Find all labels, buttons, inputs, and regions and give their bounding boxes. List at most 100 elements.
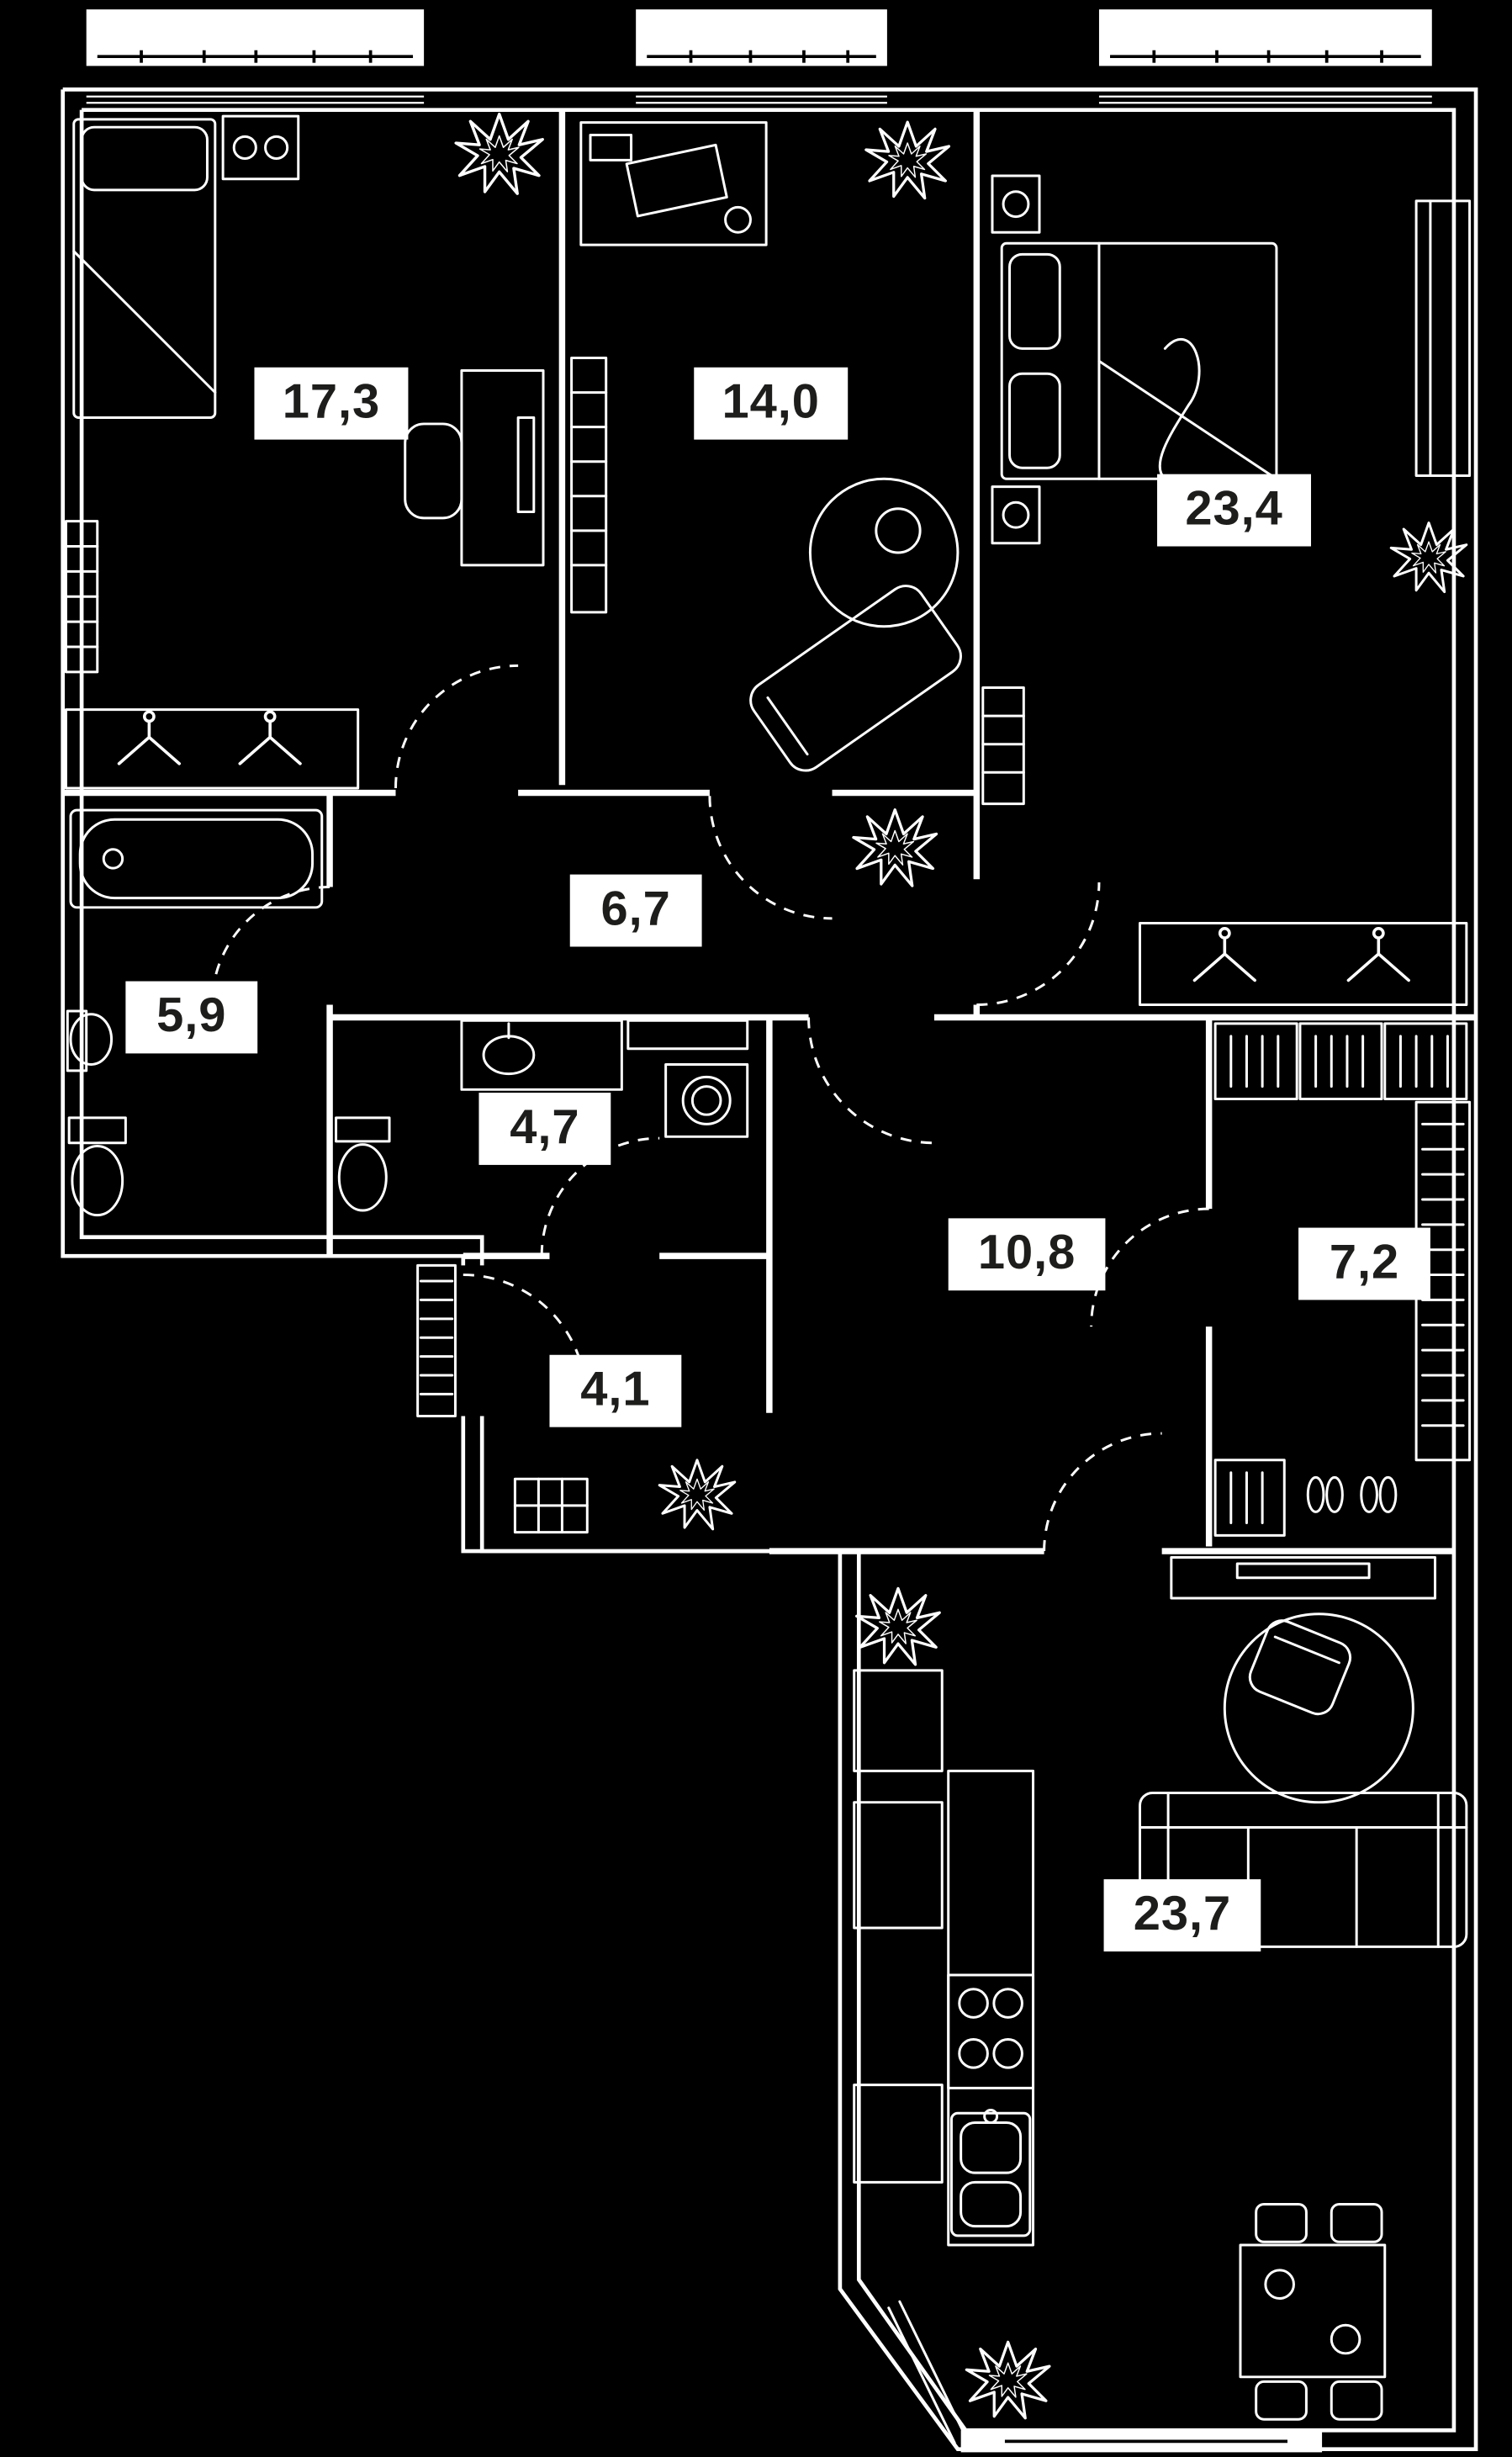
room-area-value: 4,7 xyxy=(510,1100,579,1154)
interior-walls xyxy=(62,109,1477,1554)
door-swing-arc xyxy=(976,882,1101,1007)
room-label: 23,7 xyxy=(1103,1879,1261,1952)
dresser xyxy=(981,686,1025,806)
plant-icon xyxy=(852,808,938,887)
rug xyxy=(1223,1612,1414,1804)
rail-hatch xyxy=(1421,1122,1465,1427)
toilet-tank xyxy=(335,1116,391,1143)
lounge-chair-line xyxy=(766,696,809,756)
window-ticks xyxy=(140,50,373,63)
room-area-value: 23,4 xyxy=(1185,481,1282,535)
window-ticks xyxy=(1152,50,1383,63)
hanger-icon xyxy=(1192,927,1256,982)
nightstand xyxy=(991,485,1041,545)
bathtub-inner xyxy=(78,818,315,900)
room-label: 10,8 xyxy=(948,1218,1106,1291)
room-area-value: 5,9 xyxy=(156,988,226,1042)
pillow xyxy=(1008,252,1061,350)
room-label: 4,1 xyxy=(549,1354,682,1427)
room-labels: 17,3 14,0 23,4 6,7 5,9 4,7 10,8 7,2 xyxy=(125,367,1430,1952)
chair xyxy=(1330,2203,1383,2243)
monitor xyxy=(516,416,536,513)
shoe-shelf xyxy=(1213,1459,1286,1537)
burner xyxy=(992,2038,1023,2069)
drain xyxy=(102,848,124,870)
door-swing-arcs xyxy=(210,664,1209,1552)
pillow xyxy=(80,125,209,192)
room-area-value: 4,1 xyxy=(580,1362,650,1416)
plant-icon xyxy=(454,112,544,195)
laptop xyxy=(625,143,728,218)
hanger-icon xyxy=(1346,927,1410,982)
room-area-value: 23,7 xyxy=(1134,1887,1231,1941)
door-swing-arc xyxy=(210,886,330,1005)
plate xyxy=(1264,2269,1295,2300)
room-area-value: 6,7 xyxy=(601,882,671,935)
desk xyxy=(460,368,545,567)
sink-bowl xyxy=(960,2180,1023,2228)
walls xyxy=(61,87,1478,2452)
door-swing-arc xyxy=(807,1017,934,1145)
room-label: 6,7 xyxy=(569,874,702,947)
room-area-value: 7,2 xyxy=(1330,1235,1399,1289)
window-bays xyxy=(86,9,1432,66)
bench-grid xyxy=(513,1477,589,1534)
blanket-fold xyxy=(1097,241,1278,480)
hanger-icon xyxy=(238,710,302,765)
kitchen-cabinet xyxy=(853,1669,944,1772)
table-decor xyxy=(875,507,922,554)
lamp xyxy=(1002,500,1030,529)
desk-lamp xyxy=(724,205,752,234)
closet xyxy=(1139,921,1468,1007)
round-table xyxy=(808,477,960,628)
shelf-lines xyxy=(570,391,608,567)
nightstand xyxy=(991,174,1041,234)
entry-door-hatch xyxy=(419,1279,454,1395)
bed xyxy=(72,118,217,419)
room-b-furniture xyxy=(570,120,962,772)
dining-table xyxy=(1239,2243,1387,2379)
nightstand xyxy=(221,114,300,181)
shoe-shelf-hatch xyxy=(1229,1471,1264,1524)
shoes-icon xyxy=(1306,1475,1398,1513)
stove xyxy=(947,1973,1035,2089)
burner xyxy=(992,1988,1023,2019)
tv xyxy=(1235,1562,1371,1580)
room-area-value: 17,3 xyxy=(283,374,380,428)
washbasin xyxy=(69,1013,114,1066)
washer-door xyxy=(681,1075,732,1125)
shelf xyxy=(626,1019,749,1051)
kitchen-cabinet xyxy=(853,1801,944,1930)
lamp xyxy=(232,135,257,161)
plant-icon xyxy=(864,120,951,200)
plant-icon xyxy=(965,2340,1051,2420)
kitchen-sink xyxy=(949,2111,1032,2237)
shelf-hatch xyxy=(1229,1035,1280,1088)
shelf-hatch xyxy=(1314,1035,1365,1088)
room-c-furniture xyxy=(981,174,1472,1007)
desk-chair xyxy=(404,422,463,520)
dresser-lines xyxy=(981,714,1025,774)
lamp xyxy=(264,135,289,161)
blanket-fold xyxy=(72,250,217,394)
shelf-rack xyxy=(570,357,608,614)
door-swing-arc xyxy=(394,664,519,788)
basin-counter xyxy=(66,1009,88,1072)
chair xyxy=(1255,2380,1308,2421)
armchair xyxy=(1248,1619,1352,1716)
window-ticks xyxy=(689,50,850,63)
keyboard xyxy=(589,134,633,162)
plant-icon xyxy=(855,1586,941,1666)
armchair-line xyxy=(1273,1635,1340,1665)
bathroom-fixtures xyxy=(66,808,324,1217)
hanger-icon xyxy=(117,710,182,765)
wc-fixtures xyxy=(335,1019,749,1212)
chair xyxy=(1255,2203,1308,2243)
sofa xyxy=(1139,1791,1468,1948)
washer-door-inner xyxy=(690,1085,722,1116)
door-swing-arc xyxy=(540,1136,660,1257)
plant-icon xyxy=(658,1459,737,1531)
shelf-unit xyxy=(1298,1022,1383,1101)
